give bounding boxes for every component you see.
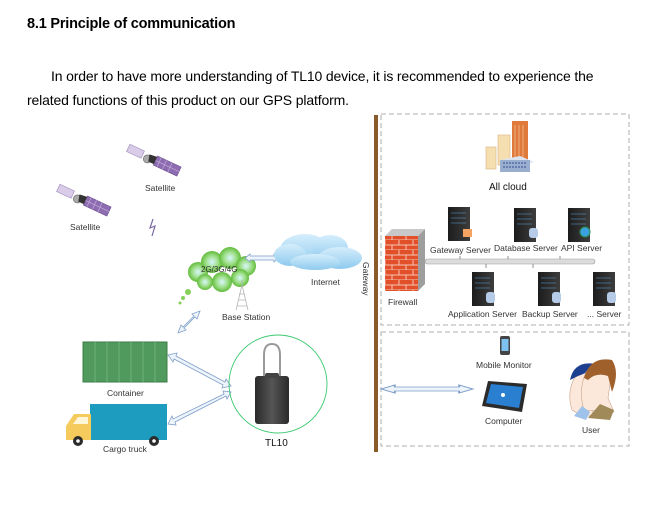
- base-station-icon: [235, 280, 249, 311]
- other-server-icon: [593, 272, 616, 306]
- paragraph-line-1: In order to have more understanding of T…: [51, 68, 594, 84]
- intro-paragraph: In order to have more understanding of T…: [27, 64, 627, 112]
- all-cloud-label: All cloud: [489, 182, 527, 193]
- device-ring: [228, 334, 328, 434]
- satellite-label-1: Satellite: [145, 183, 176, 193]
- satellite-icon-1: [126, 143, 182, 177]
- arrow-network-device: [177, 310, 201, 334]
- all-cloud-buildings-icon: [485, 121, 534, 172]
- gateway-bar: [374, 115, 378, 452]
- tl10-lock-icon: [255, 342, 289, 424]
- server-backbone: [424, 258, 596, 265]
- server-zone: [380, 113, 630, 326]
- gateway-server-icon: [448, 207, 472, 241]
- base-station-label: Base Station: [222, 312, 270, 322]
- user-label: User: [582, 425, 600, 435]
- satellite-icon-2: [56, 183, 112, 217]
- section-heading: 8.1 Principle of communication: [27, 16, 236, 32]
- signal-icon: [149, 218, 156, 237]
- user-icon: [569, 359, 616, 420]
- gateway-label: Gateway: [361, 262, 371, 296]
- network-label: 2G/3G/4G: [201, 265, 237, 274]
- api-server-icon: [568, 208, 591, 242]
- satellite-label-2: Satellite: [70, 222, 101, 232]
- arrow-network-internet: [244, 253, 280, 263]
- mobile-phone-icon: [500, 336, 510, 355]
- container-icon: [82, 341, 168, 383]
- network-cloud-icon: [178, 247, 256, 305]
- server-label-top-1: Gateway Server: [430, 245, 491, 255]
- server-label-bottom-1: Application Server: [448, 309, 517, 319]
- arrow-container-device: [167, 352, 232, 389]
- arrow-gateway-clients: [380, 384, 474, 394]
- paragraph-line-2: related functions of this product on our…: [27, 92, 349, 108]
- server-label-bottom-3: ... Server: [587, 309, 622, 319]
- backbone-ticks: [459, 256, 561, 268]
- server-label-bottom-2: Backup Server: [522, 309, 578, 319]
- computer-tablet-icon: [482, 381, 527, 412]
- mobile-monitor-label: Mobile Monitor: [476, 360, 532, 370]
- firewall-label: Firewall: [388, 297, 417, 307]
- firewall-icon: [385, 229, 425, 291]
- arrow-truck-device: [167, 390, 232, 426]
- container-label: Container: [107, 388, 144, 398]
- backup-server-icon: [538, 272, 561, 306]
- database-server-icon: [514, 208, 538, 242]
- internet-label: Internet: [311, 277, 340, 287]
- internet-cloud-icon: [274, 234, 362, 270]
- device-label: TL10: [265, 438, 288, 449]
- computer-label: Computer: [485, 416, 522, 426]
- cargo-truck-label: Cargo truck: [103, 444, 148, 454]
- server-label-top-2: Database Server: [494, 243, 558, 253]
- cargo-truck-icon: [66, 404, 167, 446]
- server-label-top-3: API Server: [561, 243, 602, 253]
- application-server-icon: [472, 272, 495, 306]
